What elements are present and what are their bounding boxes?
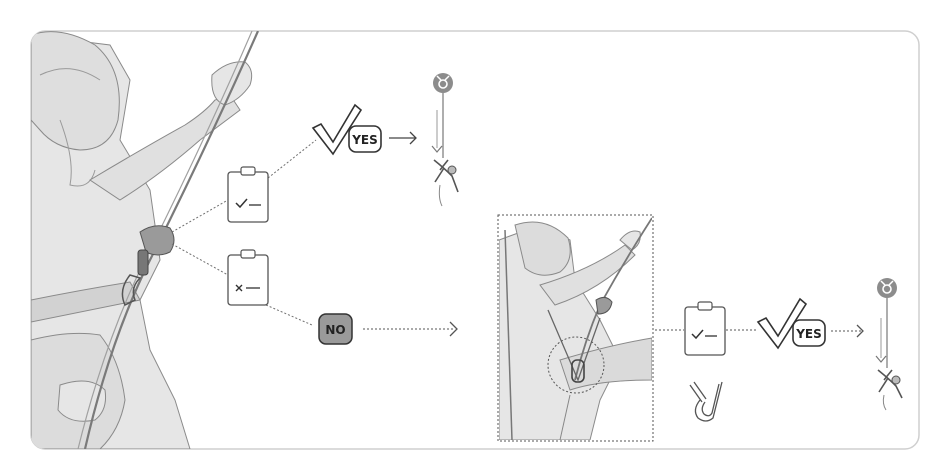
anchor-ring-icon (433, 73, 453, 93)
clipboard-check-icon (685, 302, 725, 355)
yes-label: YES (351, 133, 378, 147)
clipboard-cross-icon (228, 250, 268, 305)
inset-illustration (498, 215, 653, 441)
anchor-ring-icon (877, 278, 897, 298)
clipboard-check-icon (228, 167, 268, 222)
yes-label: YES (795, 327, 822, 341)
no-label: NO (325, 323, 345, 337)
